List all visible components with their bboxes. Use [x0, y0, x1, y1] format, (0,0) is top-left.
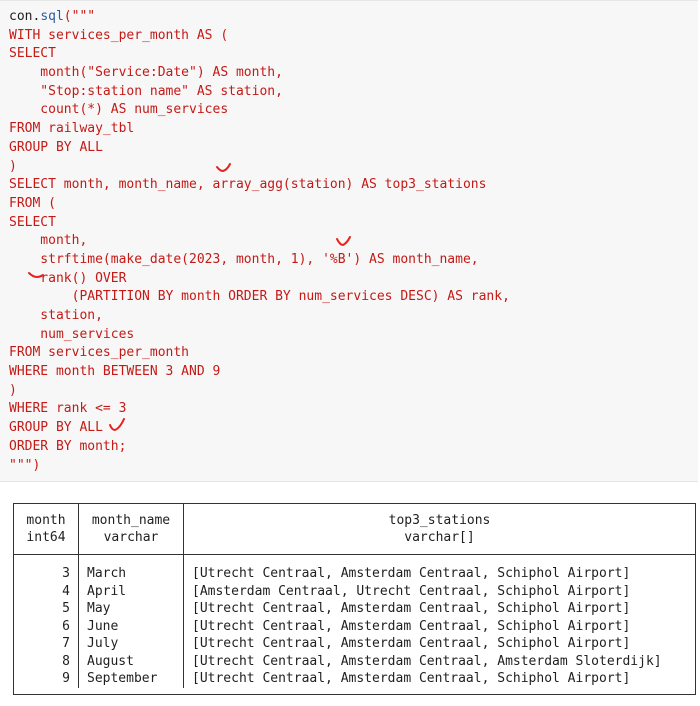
column-header-month: month int64 [14, 504, 79, 555]
table-cell-top3-stations: [Utrecht Centraal, Amsterdam Centraal, S… [183, 554, 695, 583]
code-line: SELECT [9, 214, 56, 230]
code-line: month("Service:Date") AS month, [9, 65, 283, 81]
table-cell-month: 3 [62, 566, 70, 581]
table-row: 8 August[Utrecht Centraal, Amsterdam Cent… [14, 652, 695, 670]
check-mark-icon [215, 161, 233, 175]
code-line: month, [9, 233, 88, 249]
code-lines: con.sql(""" WITH services_per_month AS (… [9, 8, 510, 475]
code-line: SELECT [9, 46, 56, 62]
check-mark-icon [108, 418, 126, 432]
column-name: top3_stations [388, 513, 491, 528]
table-cell-month: 6 [62, 618, 70, 634]
table-cell-month: 9 [62, 671, 70, 686]
code-token-open: (""" [63, 9, 96, 24]
check-mark-icon [27, 269, 45, 283]
table-cell-month-name: April [78, 582, 184, 600]
code-line: GROUP BY ALL [9, 139, 103, 155]
code-token-dot: . [32, 9, 41, 24]
column-type: varchar[] [404, 530, 475, 545]
code-line: WITH services_per_month AS ( [9, 27, 229, 43]
column-type: int64 [26, 530, 66, 545]
code-token-sql: sql [40, 9, 64, 24]
code-line: ORDER BY month; [9, 438, 127, 454]
table-cell-month-name: May [78, 600, 184, 618]
table-cell-top3-stations: [Utrecht Centraal, Amsterdam Centraal, A… [183, 652, 695, 670]
code-line: SELECT month, month_name, array_agg(stat… [9, 177, 487, 193]
code-cell[interactable]: con.sql(""" WITH services_per_month AS (… [0, 0, 698, 482]
table-row: 4 April[Amsterdam Centraal, Utrecht Centr… [14, 582, 695, 600]
column-name: month [26, 513, 66, 528]
code-line: FROM ( [9, 195, 56, 211]
column-name: month_name [91, 513, 171, 528]
table-cell-month: 5 [62, 601, 70, 616]
table-cell-month-name: September [78, 670, 184, 688]
table-cell-month: 7 [62, 636, 70, 651]
code-line: ) [9, 158, 17, 174]
code-line-first: con.sql(""" [9, 8, 510, 27]
code-line: WHERE rank <= 3 [9, 401, 127, 417]
code-line: GROUP BY ALL [9, 420, 103, 436]
table-cell-top3-stations: [Utrecht Centraal, Amsterdam Centraal, S… [183, 617, 695, 635]
table-cell-top3-stations: [Utrecht Centraal, Amsterdam Centraal, S… [183, 635, 695, 653]
code-line: rank() OVER [9, 270, 127, 286]
table-cell-month-name: March [78, 554, 184, 583]
code-line: FROM services_per_month [9, 345, 190, 361]
table-row: 9 September[Utrecht Centraal, Amsterdam C… [14, 670, 695, 688]
column-header-top3-stations: top3_stations varchar[] [183, 504, 695, 555]
column-type: varchar [103, 530, 159, 545]
code-line: num_services [9, 326, 135, 342]
table-cell-top3-stations: [Amsterdam Centraal, Utrecht Centraal, S… [183, 582, 695, 600]
code-line: count(*) AS num_services [9, 102, 229, 118]
table-cell-month-name: June [78, 617, 184, 635]
table-cell-top3-stations: [Utrecht Centraal, Amsterdam Centraal, S… [183, 600, 695, 618]
table-cell-month: 8 [62, 653, 70, 669]
table-cell-month-name: August [78, 652, 184, 670]
table-cell-top3-stations: [Utrecht Centraal, Amsterdam Centraal, S… [183, 670, 695, 688]
code-line: (PARTITION BY month ORDER BY num_service… [9, 289, 510, 305]
table-cell-month-name: July [78, 635, 184, 653]
code-token-con: con [9, 9, 33, 24]
code-line: WHERE month BETWEEN 3 AND 9 [9, 364, 221, 380]
check-mark-icon [335, 235, 353, 249]
code-line: ) [9, 382, 17, 398]
code-line: FROM railway_tbl [9, 121, 135, 137]
code-line: strftime(make_date(2023, month, 1), '%B'… [9, 251, 479, 267]
table-cell-month: 4 [62, 583, 70, 599]
code-line: "Stop:station name" AS station, [9, 83, 283, 99]
table-row: 7 July[Utrecht Centraal, Amsterdam Centra… [14, 635, 695, 653]
table-row: 5 May[Utrecht Centraal, Amsterdam Centraa… [14, 600, 695, 618]
table-row: 6 June[Utrecht Centraal, Amsterdam Centra… [14, 617, 695, 635]
code-line: """) [9, 457, 41, 473]
code-line: station, [9, 308, 103, 323]
table-row: 3 March[Utrecht Centraal, Amsterdam Centr… [14, 554, 695, 583]
